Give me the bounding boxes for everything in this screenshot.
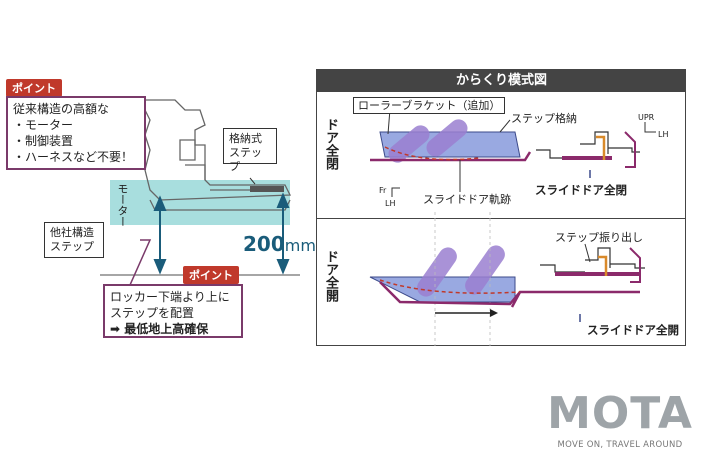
slide-open-label: スライドドア全開 bbox=[587, 323, 679, 337]
retractable-step-bar bbox=[250, 186, 284, 192]
height-dimension-label: 200mm bbox=[243, 232, 316, 256]
slide-track-open bbox=[379, 279, 521, 294]
height-value: 200 bbox=[243, 232, 285, 256]
body-closed-pink bbox=[624, 131, 636, 168]
body-open-pink bbox=[629, 247, 641, 283]
step-open-orange bbox=[598, 255, 608, 276]
slide-track-closed bbox=[384, 146, 481, 161]
roller-open-2 bbox=[465, 245, 505, 295]
bracket-open bbox=[369, 276, 516, 303]
height-dimension bbox=[153, 192, 290, 275]
panel-title: からくり模式図 bbox=[317, 70, 686, 92]
height-unit: mm bbox=[284, 236, 316, 255]
panel-divider bbox=[317, 218, 685, 219]
step-swing-label: ステップ振り出し bbox=[555, 231, 643, 244]
open-direction-arrowhead bbox=[490, 309, 498, 317]
open-section-label: ドア全開 bbox=[323, 250, 338, 302]
axis-upr-lh bbox=[644, 122, 656, 133]
step-closed-purple bbox=[562, 156, 612, 160]
step-stow-leader bbox=[499, 119, 511, 133]
top-callout-line-4: ・ハーネスなど不要！ bbox=[13, 150, 134, 164]
rail-open-leg bbox=[510, 291, 522, 308]
upr-label: UPR bbox=[638, 113, 655, 122]
mechanism-panel bbox=[316, 69, 686, 346]
rail-open bbox=[379, 281, 640, 306]
slide-closed-label: スライドドア全閉 bbox=[535, 183, 627, 197]
roller-closed-1 bbox=[388, 125, 430, 163]
top-callout-line-1: 従来構造の高額な bbox=[13, 102, 110, 116]
slide-track-label: スライドドア軌跡 bbox=[423, 193, 511, 206]
point-badge-top: ポイント bbox=[6, 79, 62, 97]
body-closed bbox=[536, 131, 640, 159]
bottom-callout: ロッカー下端より上に ステップを配置 ➡ 最低地上高確保 bbox=[103, 284, 243, 338]
top-callout: 従来構造の高額な ・モーター ・制御装置 ・ハーネスなど不要！ bbox=[6, 96, 146, 170]
motor-label: モーター bbox=[116, 183, 129, 227]
rail-closed bbox=[370, 151, 532, 162]
point-badge-bottom: ポイント bbox=[183, 266, 239, 284]
swing-leader bbox=[584, 243, 591, 263]
bottom-callout-line-3: ➡ 最低地上高確保 bbox=[110, 322, 209, 336]
step-leader bbox=[249, 177, 256, 185]
lh-label: LH bbox=[658, 130, 669, 139]
closed-section-label: ドア全閉 bbox=[323, 118, 338, 170]
retractable-step-callout: 格納式 ステップ bbox=[223, 128, 277, 173]
other-company-callout: 他社構造 ステップ bbox=[44, 222, 104, 258]
axis-fr-lh bbox=[391, 187, 400, 197]
mechanism-diagram bbox=[369, 108, 656, 346]
mota-logo: MOTA bbox=[547, 388, 693, 439]
left-diagram bbox=[100, 99, 300, 331]
fr-label: Fr bbox=[379, 186, 387, 195]
mota-tagline: MOVE ON, TRAVEL AROUND bbox=[557, 440, 683, 450]
body-open bbox=[540, 247, 645, 273]
top-callout-line-3: ・制御装置 bbox=[13, 134, 74, 148]
bottom-callout-line-1: ロッカー下端より上に bbox=[110, 290, 230, 304]
top-callout-line-2: ・モーター bbox=[13, 118, 74, 132]
roller-closed-2 bbox=[426, 119, 468, 157]
step-closed-orange bbox=[596, 135, 606, 160]
bottom-callout-line-2: ステップを配置 bbox=[110, 306, 195, 320]
roller-bracket-label: ローラーブラケット（追加） bbox=[353, 97, 506, 114]
lh-small-label: LH bbox=[385, 199, 396, 208]
roller-open-1 bbox=[417, 247, 457, 297]
step-stow-label: ステップ格納 bbox=[511, 112, 577, 125]
step-open-purple bbox=[555, 272, 640, 276]
